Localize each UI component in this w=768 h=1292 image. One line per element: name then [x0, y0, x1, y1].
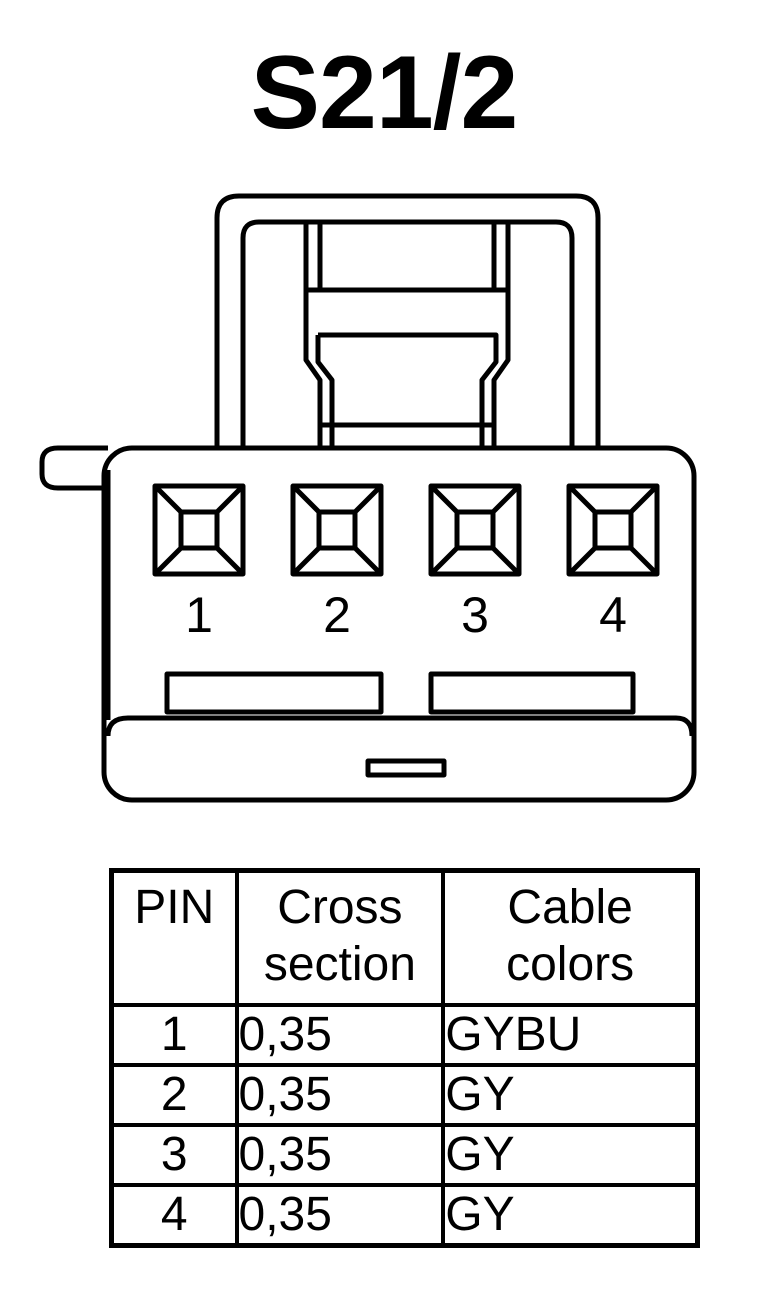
connector-side-tab [39, 445, 108, 491]
pin-assignment-table: PIN Cross section Cable colors 1 0,35 GY… [109, 868, 700, 1248]
connector-latch [214, 193, 601, 450]
header-cross-section: Cross section [234, 868, 446, 1007]
cell-cable-color: GY [441, 1183, 700, 1248]
pin-number-4: 4 [599, 587, 627, 643]
header-cable-colors: Cable colors [441, 868, 700, 1007]
pin-number-3: 3 [461, 587, 489, 643]
pin-cavity-2 [290, 483, 384, 577]
pin-cavity-4 [566, 483, 660, 577]
table-header-row: PIN Cross section Cable colors [109, 868, 700, 1007]
connector-slot-right [428, 671, 636, 715]
cell-pin: 4 [109, 1183, 239, 1248]
connector-key-notch [365, 758, 447, 778]
header-pin: PIN [109, 868, 239, 1007]
pin-number-1: 1 [185, 587, 213, 643]
pin-cavity-3 [428, 483, 522, 577]
connector-housing [101, 445, 697, 803]
cell-cross-section: 0,35 [234, 1003, 446, 1067]
table-row: 2 0,35 GY [109, 1063, 700, 1127]
table-row: 1 0,35 GYBU [109, 1003, 700, 1067]
housing-ledge [105, 715, 695, 737]
connector-title: S21/2 [250, 35, 519, 151]
cell-pin: 1 [109, 1003, 239, 1067]
cell-cross-section: 0,35 [234, 1183, 446, 1248]
cell-cable-color: GY [441, 1123, 700, 1187]
cell-cross-section: 0,35 [234, 1123, 446, 1187]
cell-pin: 3 [109, 1123, 239, 1187]
cell-cross-section: 0,35 [234, 1063, 446, 1127]
cell-cable-color: GY [441, 1063, 700, 1127]
connector-slot-left [164, 671, 384, 715]
cell-cable-color: GYBU [441, 1003, 700, 1067]
pin-number-2: 2 [323, 587, 351, 643]
table-row: 4 0,35 GY [109, 1183, 700, 1248]
pin-cavity-1 [152, 483, 246, 577]
cell-pin: 2 [109, 1063, 239, 1127]
table-row: 3 0,35 GY [109, 1123, 700, 1187]
connector-diagram: 1 2 3 4 [39, 193, 697, 803]
